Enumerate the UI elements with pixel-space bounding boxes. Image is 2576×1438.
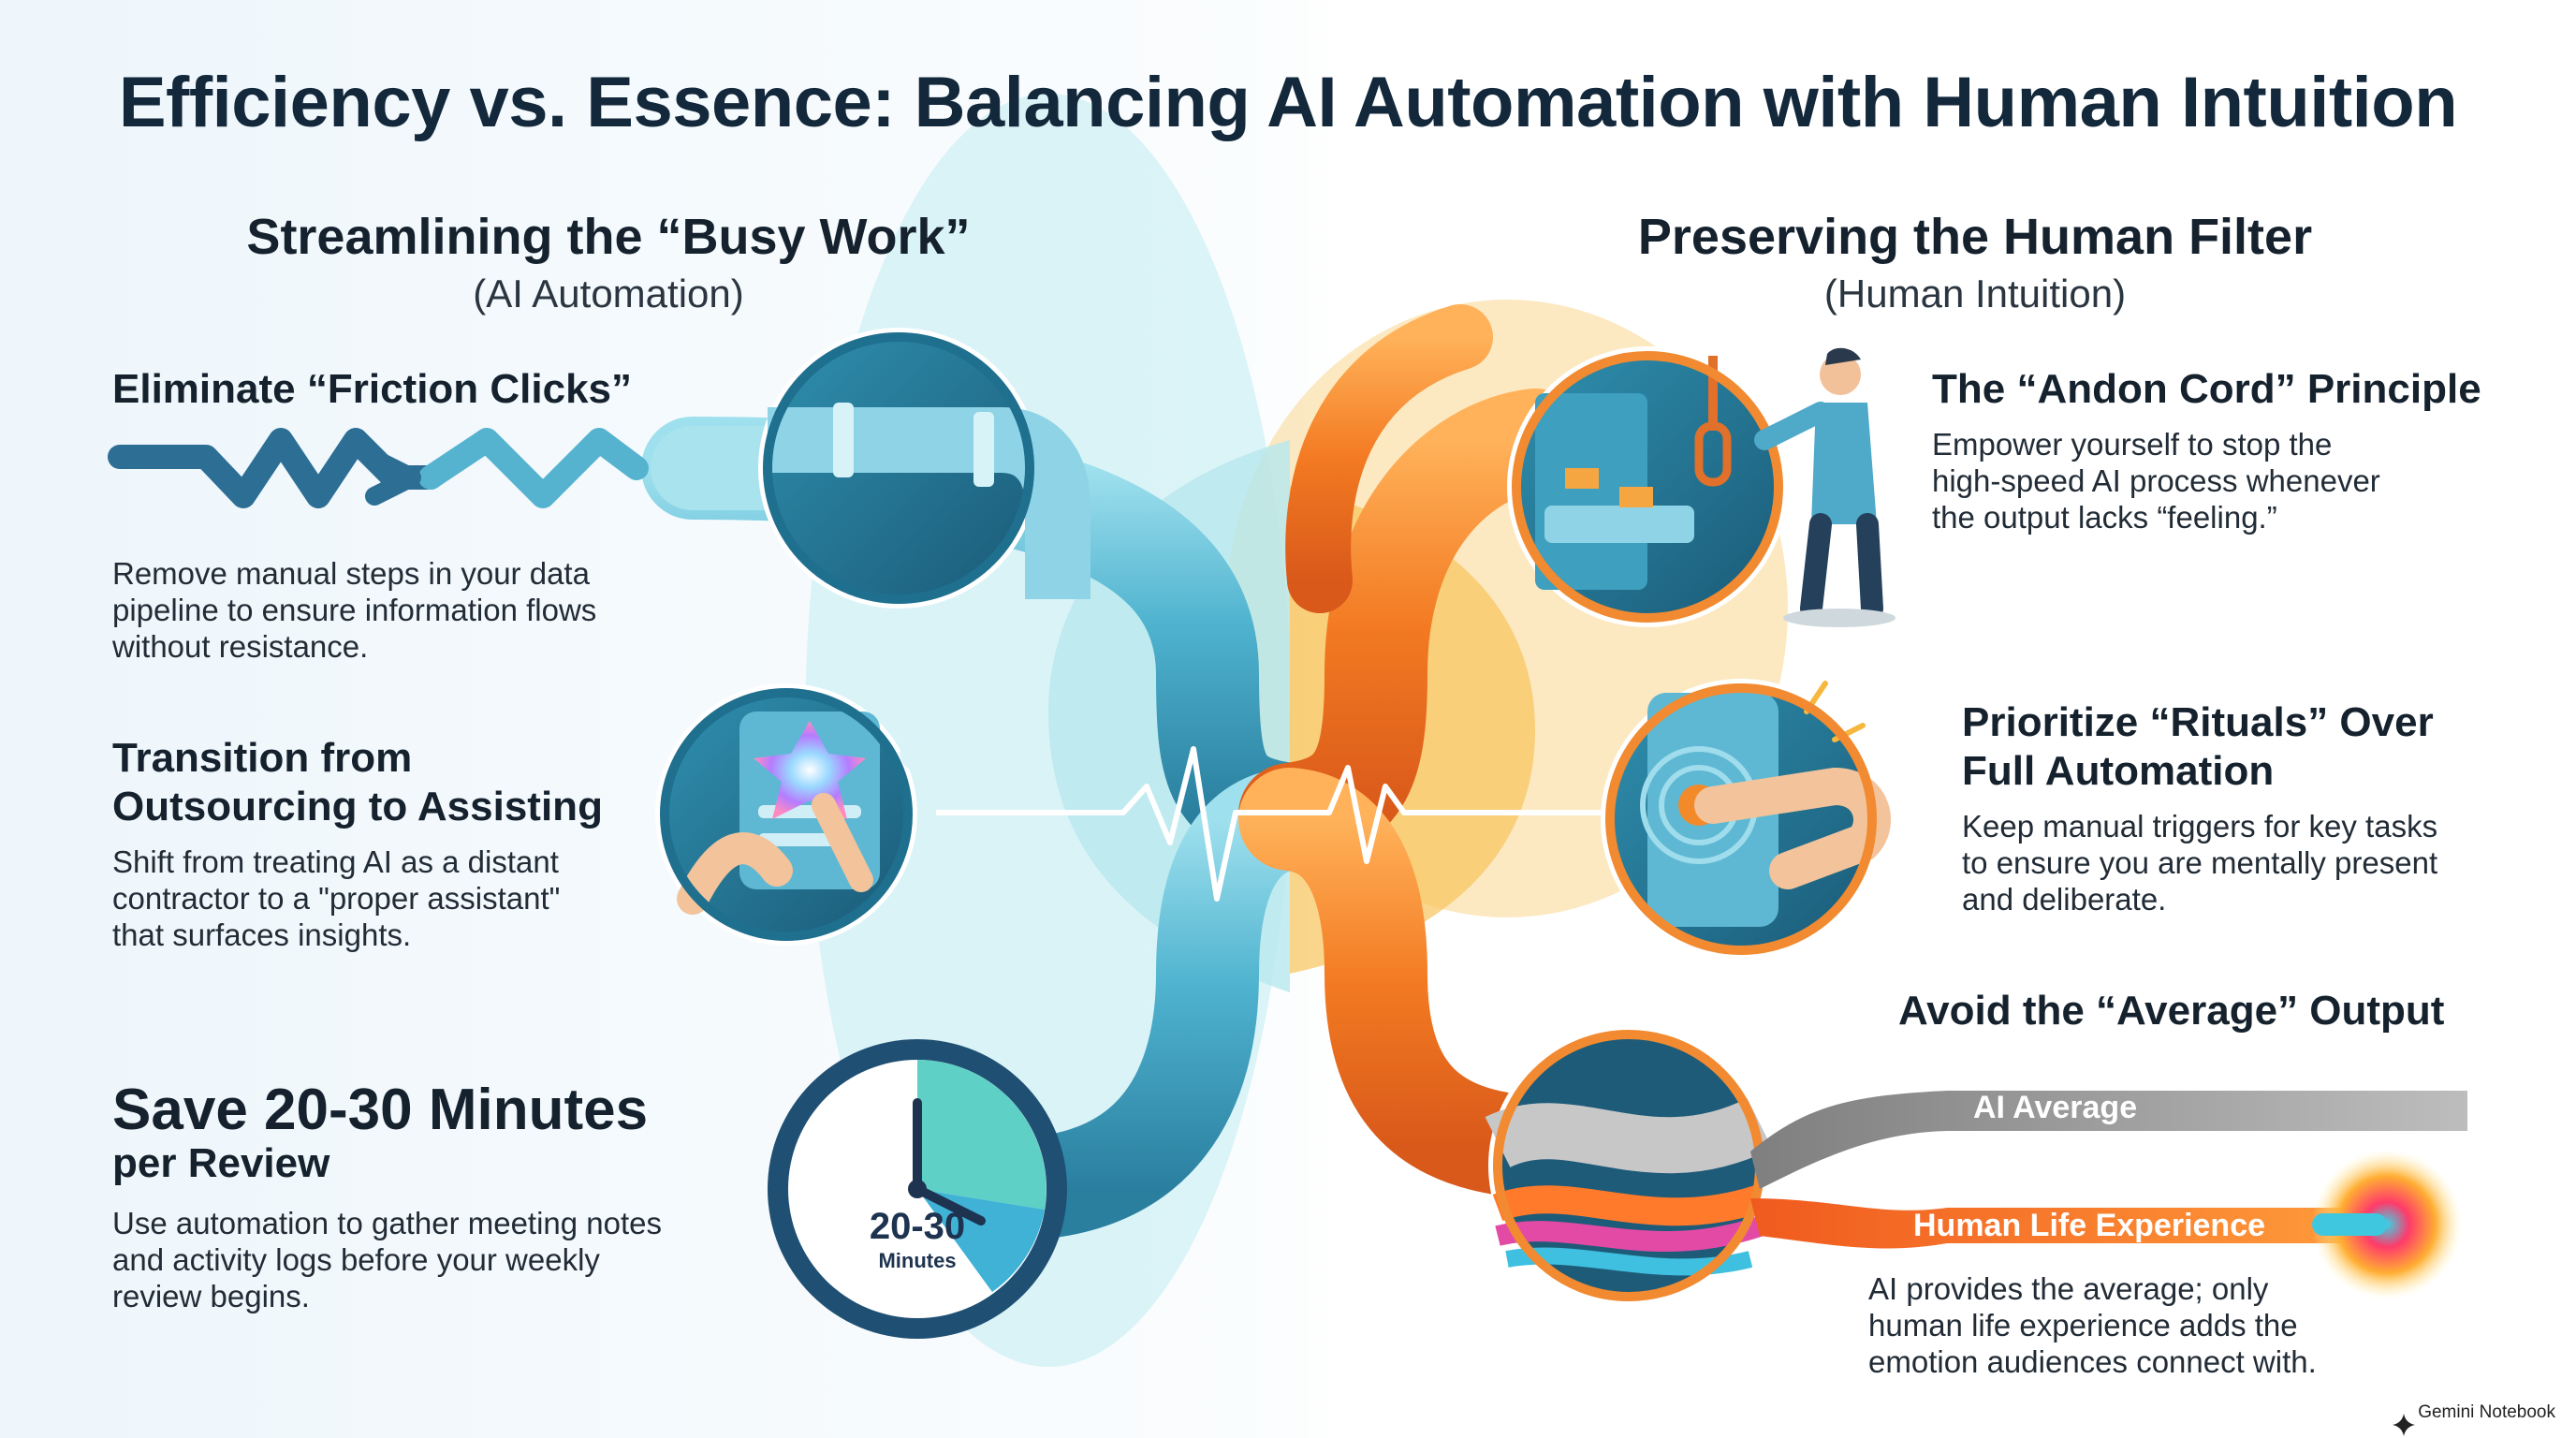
- human-life-experience-label: Human Life Experience: [1913, 1208, 2266, 1243]
- rituals-title: Prioritize “Rituals” Over Full Automatio…: [1962, 699, 2434, 794]
- friction-clicks-body: Remove manual steps in your data pipelin…: [112, 556, 597, 664]
- outsourcing-body: Shift from treating AI as a distant cont…: [112, 844, 561, 952]
- andon-cord-body: Empower yourself to stop the high-speed …: [1932, 427, 2380, 535]
- stopwatch-icon: [768, 1039, 1067, 1339]
- right-column-heading: Preserving the Human Filter: [1637, 209, 2313, 265]
- friction-clicks-title: Eliminate “Friction Clicks”: [112, 366, 633, 412]
- save-minutes-title: Save 20-30 Minutes: [112, 1078, 649, 1142]
- save-minutes-body: Use automation to gather meeting notes a…: [112, 1206, 663, 1313]
- andon-cord-title: The “Andon Cord” Principle: [1932, 366, 2481, 412]
- gemini-sparkle-icon: [2393, 1414, 2415, 1436]
- average-output-title: Avoid the “Average” Output: [1898, 988, 2445, 1034]
- save-minutes-subtitle: per Review: [112, 1140, 330, 1186]
- clock-unit: Minutes: [878, 1249, 957, 1272]
- left-column-subheading: (AI Automation): [473, 271, 744, 315]
- left-column-heading: Streamlining the “Busy Work”: [246, 209, 971, 265]
- color-stream-icon: [1485, 1025, 1773, 1306]
- ai-average-label: AI Average: [1973, 1090, 2138, 1125]
- clock-value: 20-30: [869, 1206, 966, 1247]
- average-output-body: AI provides the average; only human life…: [1868, 1271, 2317, 1379]
- heartbeat-icon: [936, 746, 1647, 902]
- andon-cord-icon: [1507, 346, 1788, 627]
- ribbons: [1750, 1091, 2467, 1299]
- page-title: Efficiency vs. Essence: Balancing AI Aut…: [118, 63, 2458, 142]
- outsourcing-title: Transition from Outsourcing to Assisting: [112, 735, 603, 829]
- pipe-icon: [758, 328, 1090, 609]
- rituals-body: Keep manual triggers for key tasks to en…: [1962, 809, 2438, 917]
- manual-trigger-icon: [1601, 679, 1891, 960]
- right-column-subheading: (Human Intuition): [1823, 271, 2127, 315]
- gemini-notebook-badge: Gemini Notebook: [2418, 1402, 2555, 1422]
- person-figure: [1754, 347, 1895, 627]
- ai-assistant-icon: [655, 683, 935, 946]
- friction-arrows-icon: [108, 428, 649, 508]
